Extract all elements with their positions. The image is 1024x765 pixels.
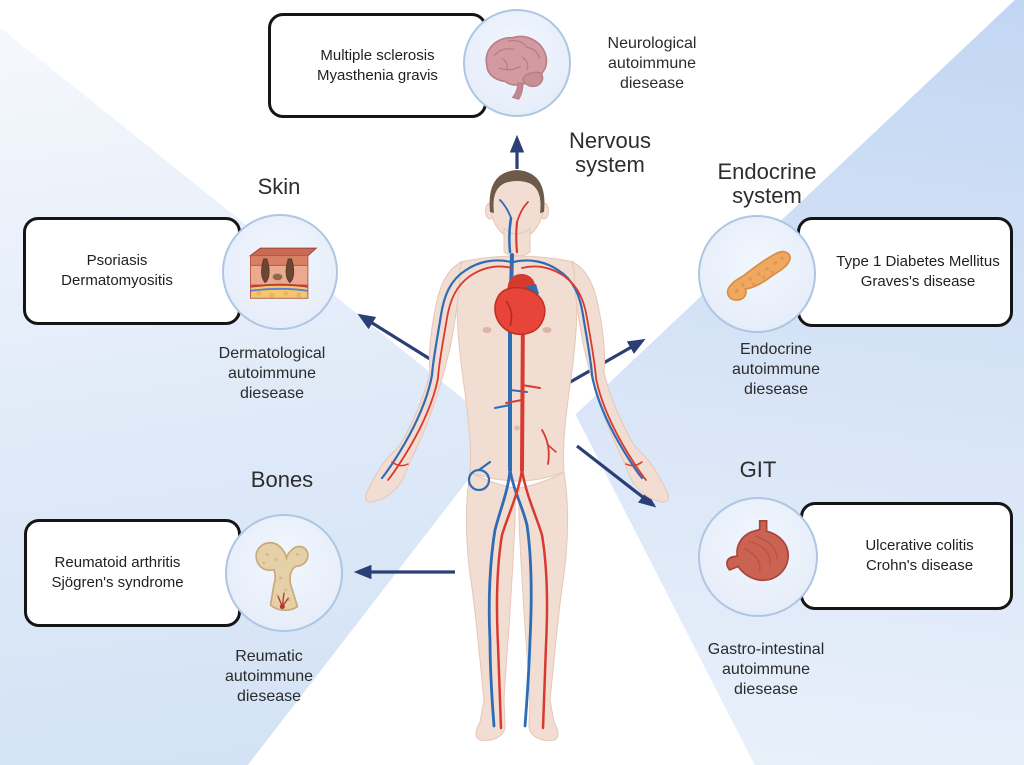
stomach-icon: [715, 514, 801, 600]
git-disease-box: Ulcerative colitis Crohn's disease: [800, 502, 1013, 610]
hair: [489, 170, 545, 213]
disease-label: Type 1 Diabetes Mellitus: [836, 253, 1000, 270]
arrow-to-skin: [357, 313, 439, 366]
skin-caption: Dermatological autoimmune diesease: [218, 345, 326, 402]
disease-label: Myasthenia gravis: [317, 66, 438, 84]
disease-label: Crohn's disease: [865, 557, 974, 574]
skin-disease-box: Psoriasis Dermatomyositis: [23, 217, 241, 325]
disease-label: Dermatomyositis: [61, 272, 173, 289]
skin-icon: [239, 231, 321, 313]
nervous-organ-circle: [463, 9, 571, 117]
brain-icon: [475, 21, 559, 105]
pancreas-icon: [715, 232, 799, 316]
arrow-to-git: [576, 444, 657, 508]
skin-organ-circle: [222, 214, 338, 330]
bones-disease-box: Reumatoid arthritis Sjögren's syndrome: [24, 519, 241, 627]
endocrine-disease-box: Type 1 Diabetes Mellitus Graves's diseas…: [797, 217, 1013, 327]
disease-label: Ulcerative colitis: [865, 537, 974, 554]
endocrine-caption: Endocrine autoimmune diesease: [731, 341, 821, 398]
disease-label: Sjögren's syndrome: [51, 574, 184, 591]
bones-heading: Bones: [250, 467, 314, 492]
veins: [380, 199, 644, 728]
git-heading: GIT: [739, 457, 777, 482]
arteries: [387, 201, 647, 730]
endocrine-heading: Endocrine system: [717, 159, 817, 208]
human-body-circulatory-system: [365, 170, 669, 741]
disease-label: Reumatoid arthritis: [54, 554, 181, 571]
skin-heading: Skin: [257, 174, 301, 199]
heart: [494, 274, 546, 336]
bone-icon: [242, 531, 326, 615]
bones-organ-circle: [225, 514, 343, 632]
git-organ-circle: [698, 497, 818, 617]
nervous-heading: Nervous system: [569, 128, 651, 177]
nervous-caption: Neurological autoimmune diesease: [607, 35, 697, 92]
bones-caption: Reumatic autoimmune diesease: [224, 648, 314, 705]
disease-label: Graves's disease: [860, 273, 976, 290]
git-caption: Gastro-intestinal autoimmune diesease: [707, 641, 825, 698]
endocrine-organ-circle: [698, 215, 816, 333]
disease-label: Multiple sclerosis: [320, 46, 435, 64]
disease-label: Psoriasis: [86, 252, 148, 269]
nervous-disease-box: Multiple sclerosis Myasthenia gravis: [268, 13, 487, 118]
